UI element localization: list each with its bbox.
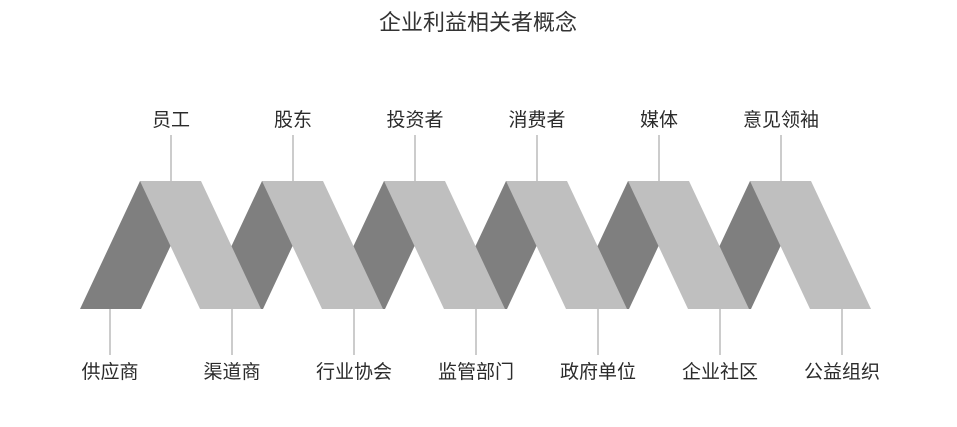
top-label: 消费者 [508, 109, 565, 131]
bottom-label: 企业社区 [682, 361, 758, 383]
top-label: 投资者 [386, 109, 443, 131]
top-label: 股东 [274, 109, 312, 131]
bottom-label: 渠道商 [203, 361, 260, 383]
light-band [262, 181, 383, 309]
bottom-label: 监管部门 [438, 361, 514, 383]
light-band [750, 181, 871, 309]
bottom-label: 政府单位 [560, 361, 636, 383]
top-label: 意见领袖 [743, 109, 819, 131]
light-band [140, 181, 261, 309]
top-label: 媒体 [640, 109, 678, 131]
light-band [384, 181, 505, 309]
leader-lines [109, 135, 843, 355]
light-band [506, 181, 627, 309]
top-labels: 员工 股东 投资者 消费者 媒体 意见领袖 [152, 109, 819, 131]
bottom-label: 供应商 [81, 361, 138, 383]
light-bands [140, 181, 871, 309]
top-label: 员工 [152, 109, 190, 131]
light-band [628, 181, 749, 309]
bottom-label: 行业协会 [316, 361, 392, 383]
bottom-label: 公益组织 [804, 361, 880, 383]
bottom-labels: 供应商 渠道商 行业协会 监管部门 政府单位 企业社区 公益组织 [81, 361, 880, 383]
diagram-title: 企业利益相关者概念 [379, 11, 577, 36]
